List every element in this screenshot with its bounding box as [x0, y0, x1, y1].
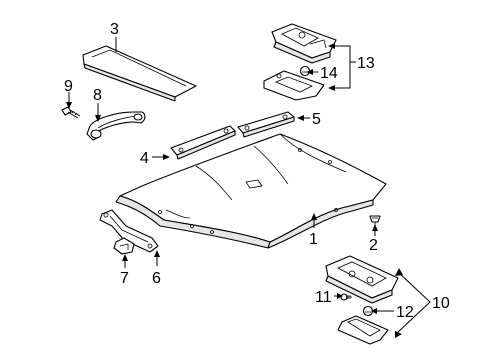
part-10-map-lamp: [325, 255, 399, 304]
part-4-rail-trim: [170, 125, 236, 160]
map-lamp-lens: [337, 315, 389, 345]
part-2-clip: [369, 215, 381, 228]
part-14-bulb: [299, 65, 311, 77]
callout-12: 12: [396, 304, 414, 321]
callout-6: 6: [152, 270, 161, 287]
callout-2: 2: [369, 237, 378, 254]
callout-8: 8: [93, 87, 102, 104]
callout-14: 14: [320, 65, 338, 82]
callout-3: 3: [110, 21, 119, 38]
part-11-screw: [340, 293, 352, 301]
part-8-assist-grip: [86, 111, 146, 141]
part-3-sunvisor: [82, 45, 197, 102]
callout-1: 1: [309, 231, 318, 248]
part-7-holder: [113, 237, 135, 255]
callout-11: 11: [315, 289, 332, 306]
leaders: [66, 37, 431, 338]
part-13-dome-lamp: [271, 23, 337, 64]
callout-5: 5: [312, 111, 321, 128]
callout-4: 4: [140, 150, 149, 167]
callout-13: 13: [357, 55, 375, 72]
callout-9: 9: [64, 78, 73, 95]
callout-labels: 3 9 8 4 5 1 2 6 7 13 14 10 11 12: [64, 21, 450, 321]
part-1-headliner: [115, 133, 387, 249]
part-6-bracket: [99, 209, 159, 253]
part-5-rail-trim: [237, 111, 295, 138]
callout-7: 7: [120, 270, 129, 287]
part-9-screw: [61, 106, 81, 119]
dome-lamp-lens: [263, 70, 325, 101]
callout-10: 10: [432, 295, 450, 312]
